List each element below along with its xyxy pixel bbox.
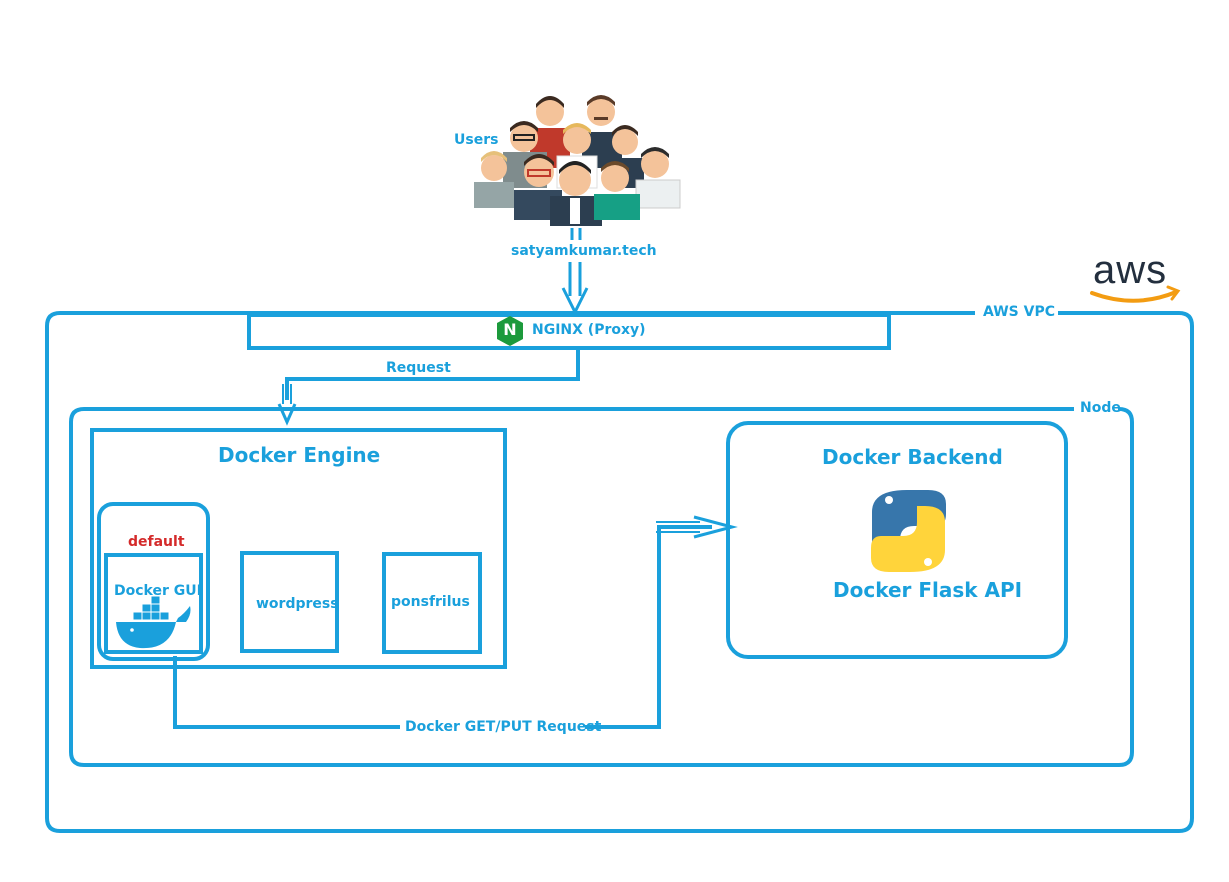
docker-engine-box [90,428,507,669]
users-illustration [474,95,681,226]
node-label: Node [1080,400,1121,416]
request-label: Request [386,360,451,376]
default-group-box [97,502,210,661]
docker-engine-title: Docker Engine [218,443,381,467]
get-put-request-label: Docker GET/PUT Request [405,719,602,735]
nginx-box [247,313,891,350]
container-wordpress-label[interactable]: wordpress [256,596,339,612]
container-box-ponsfrilus [382,552,482,654]
python-icon [871,490,946,572]
aws-vpc-label: AWS VPC [983,304,1055,320]
node-boundary [69,407,1134,767]
aws-smile-icon [1090,290,1178,303]
docker-flask-api-label: Docker Flask API [833,578,1023,602]
users-label: Users [454,132,499,148]
nginx-hex-icon [497,316,523,346]
docker-backend-box [726,421,1068,659]
domain-label[interactable]: satyamkumar.tech [511,243,657,259]
container-docker-gui-label[interactable]: Docker GUI [114,583,202,599]
get-put-connection [173,515,738,729]
nginx-label: NGINX (Proxy) [532,322,646,338]
aws-logo: aws [1093,248,1168,292]
container-box-docker-gui [104,553,203,654]
docker-backend-title: Docker Backend [822,445,1003,469]
container-ponsfrilus-label[interactable]: ponsfrilus [391,594,470,610]
container-box-wordpress [240,551,339,653]
docker-whale-icon [116,595,191,649]
default-label: default [128,534,185,550]
aws-vpc-boundary [45,311,1194,833]
domain-arrow [561,228,589,316]
nginx-letter: N [503,320,517,339]
